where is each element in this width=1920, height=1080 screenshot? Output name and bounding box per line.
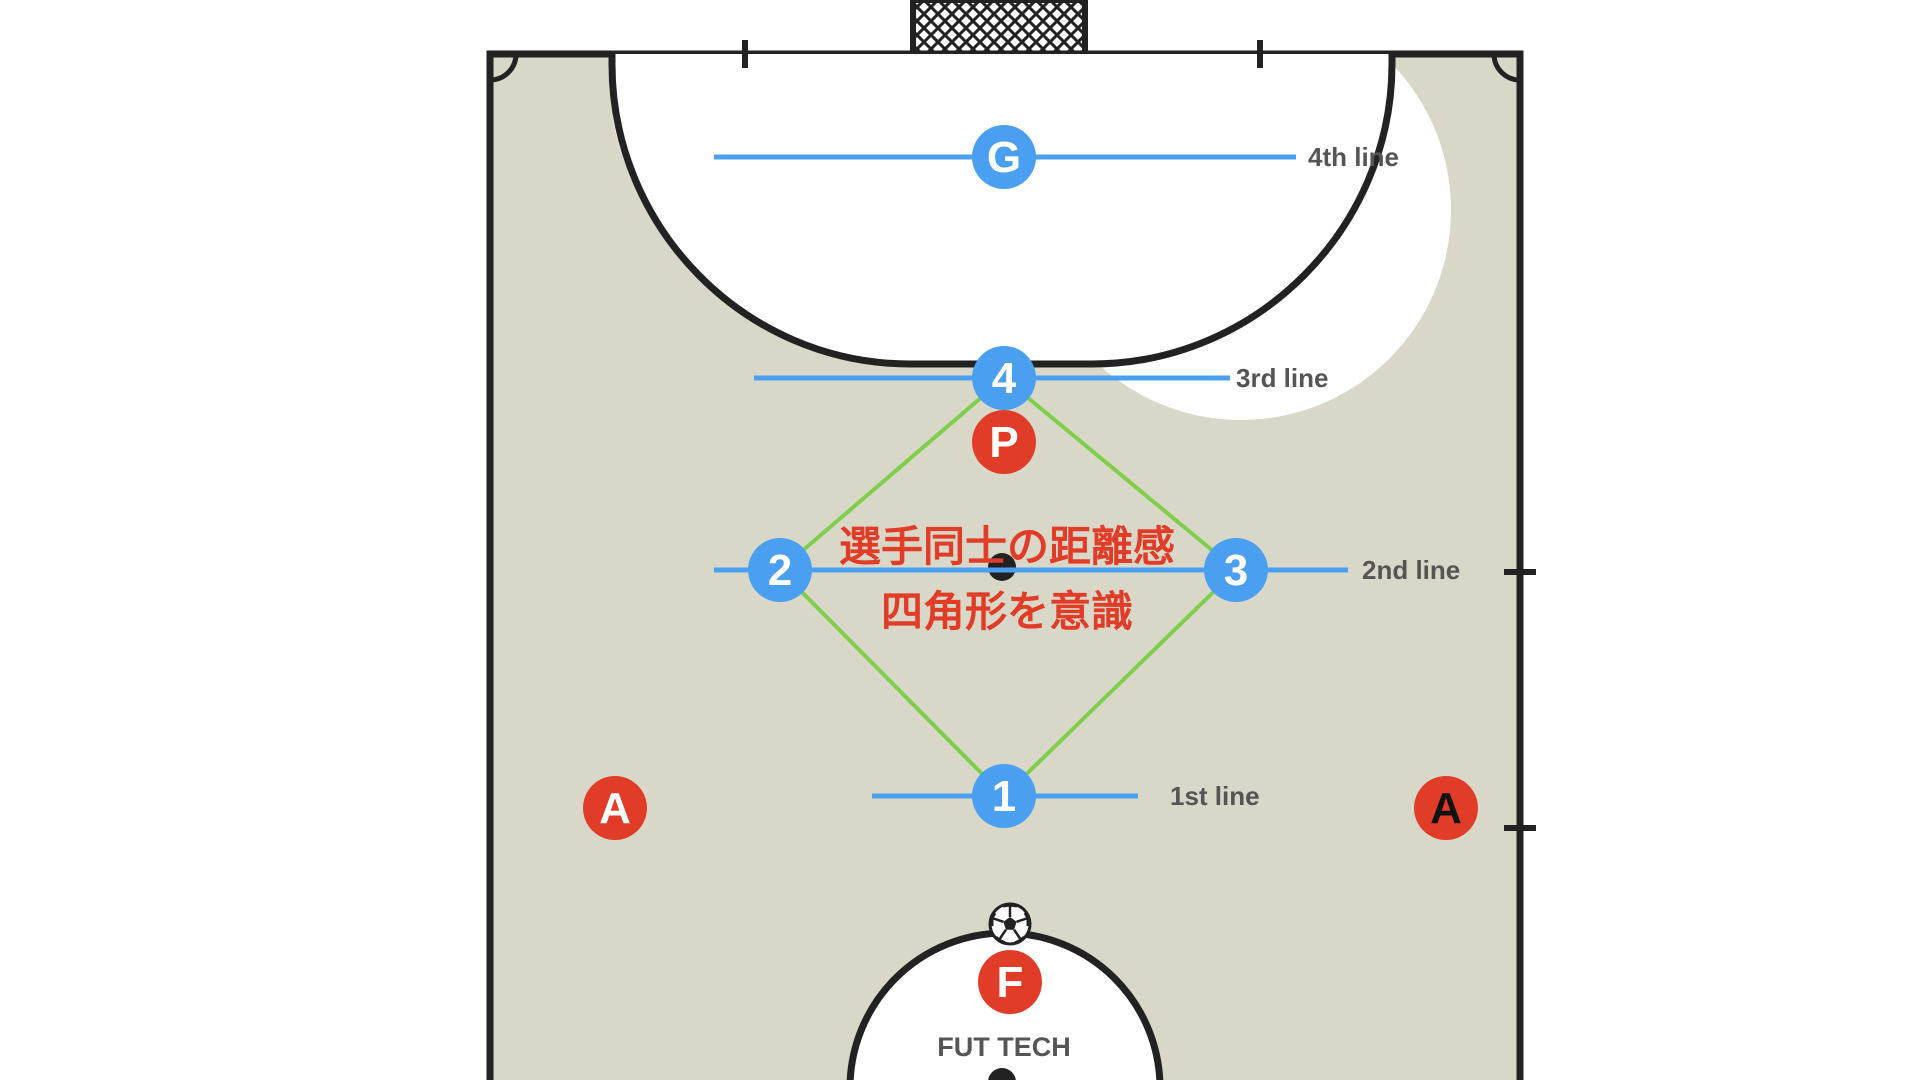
fourth-line-label: 4th line (1308, 142, 1399, 172)
center-spot (988, 1068, 1016, 1080)
opponent-pressure: P (972, 410, 1036, 474)
opponent-ala-right: A (1414, 776, 1478, 840)
first-line-label: 1st line (1170, 781, 1260, 811)
third-line-label: 3rd line (1236, 363, 1328, 393)
caption-line2: 四角形を意識 (881, 587, 1133, 636)
opponent-fixo-label: F (997, 958, 1024, 1007)
soccer-ball-icon (988, 902, 1032, 946)
opponent-ala-right-label: A (1430, 784, 1462, 833)
opponent-ala-left-label: A (599, 784, 631, 833)
player-ala-right: 3 (1204, 538, 1268, 602)
second-line-label: 2nd line (1362, 555, 1460, 585)
caption-line1: 選手同士の距離感 (839, 522, 1175, 571)
player-goalkeeper-label: G (987, 133, 1021, 182)
player-ala-left: 2 (748, 538, 812, 602)
opponent-fixo: F (978, 950, 1042, 1014)
player-fixo: 1 (972, 764, 1036, 828)
goal-net-icon (910, 0, 1088, 57)
corner-arc-left (489, 53, 519, 83)
opponent-ala-left: A (583, 776, 647, 840)
corner-arc-right (1491, 53, 1521, 83)
player-ala-left-label: 2 (768, 546, 792, 595)
penalty-spot (988, 553, 1016, 581)
player-pivo: 4 (972, 346, 1036, 410)
brand-label: FUT TECH (937, 1032, 1070, 1062)
player-pivo-label: 4 (992, 354, 1017, 403)
opponent-pressure-label: P (989, 418, 1018, 467)
player-ala-right-label: 3 (1224, 546, 1248, 595)
player-goalkeeper: G (972, 125, 1036, 189)
player-fixo-label: 1 (992, 772, 1016, 821)
